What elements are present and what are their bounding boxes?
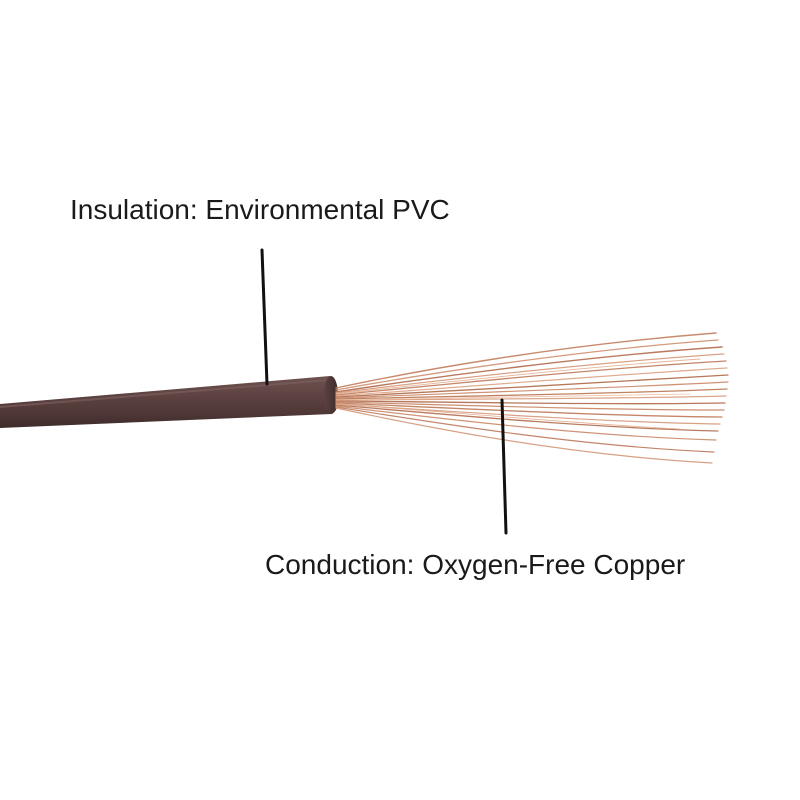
insulation-callout-label: Insulation: Environmental PVC — [70, 194, 450, 225]
pvc-insulation-jacket — [0, 376, 338, 428]
conduction-leader-line — [500, 398, 508, 535]
copper-strands — [335, 332, 729, 464]
insulation-leader-line — [260, 248, 269, 386]
conduction-callout-label: Conduction: Oxygen-Free Copper — [265, 549, 686, 580]
